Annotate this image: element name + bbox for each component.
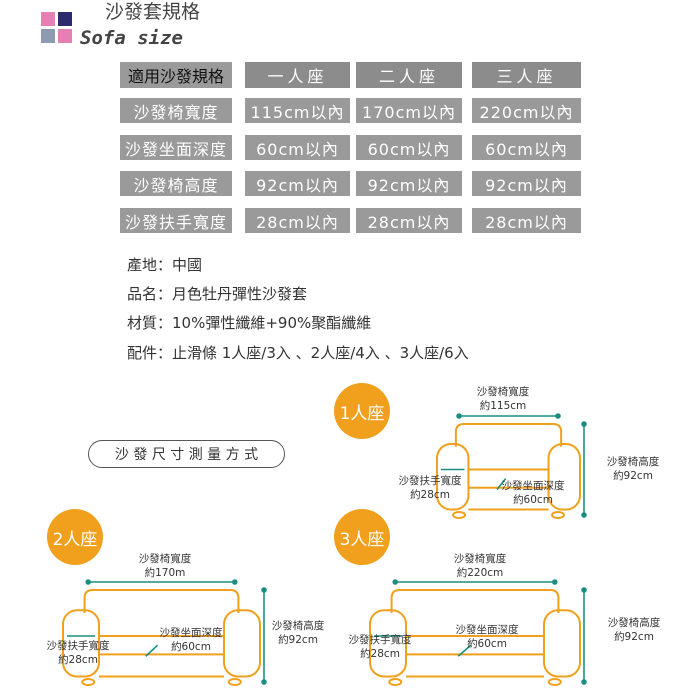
sofa-diagram	[369, 589, 581, 686]
table-cell: 220cm以內	[472, 98, 581, 123]
row-label: 沙發扶手寬度	[120, 208, 232, 233]
measure-arrows	[67, 579, 267, 685]
width-value: 約170m	[144, 567, 186, 579]
arm-width-value: 約28cm	[410, 489, 450, 501]
table-corner: 適用沙發規格	[120, 62, 232, 88]
table-cell: 28cm以內	[245, 208, 350, 233]
height-value: 約92cm	[613, 470, 653, 482]
table-cell: 60cm以內	[472, 135, 581, 160]
table-cell: 92cm以內	[245, 171, 350, 196]
measure-arrows	[441, 413, 587, 518]
sofa-diagram	[436, 423, 581, 519]
material-text: 材質：10%彈性纖維+90%聚酯纖維	[127, 314, 372, 332]
arm-width-label: 沙發扶手寬度	[398, 475, 462, 487]
table-cell: 28cm以內	[356, 208, 462, 233]
accessories-text: 配件：止滑條 1人座/3入 、2人座/4入 、3人座/6入	[127, 344, 469, 362]
title-zh: 沙發套規格	[105, 1, 201, 23]
table-cell: 28cm以內	[472, 208, 581, 233]
row-label: 沙發坐面深度	[120, 135, 232, 160]
height-label: 沙發椅高度	[606, 456, 660, 468]
badge-3-seat: 3人座	[334, 509, 390, 565]
column-header: 一人座	[245, 62, 350, 88]
seat-depth-value: 約60cm	[513, 494, 553, 506]
title-en: Sofa size	[80, 27, 183, 49]
arm-width-label: 沙發扶手寬度	[46, 640, 110, 652]
navy-square	[58, 12, 72, 26]
width-label: 沙發椅寬度	[138, 553, 192, 565]
row-label: 沙發椅寬度	[120, 98, 232, 123]
table-cell: 60cm以內	[245, 135, 350, 160]
measure-method-title: 沙 發 尺 寸 測 量 方 式	[88, 440, 285, 468]
seat-depth-label: 沙發坐面深度	[455, 624, 519, 636]
column-header: 三人座	[472, 62, 581, 88]
pink-square	[41, 12, 55, 26]
depth-arrow	[496, 478, 507, 491]
arm-width-value: 約28cm	[58, 654, 98, 666]
pink-square	[58, 29, 72, 43]
width-label: 沙發椅寬度	[453, 553, 507, 565]
seat-depth-value: 約60cm	[467, 638, 507, 650]
table-cell: 92cm以內	[472, 171, 581, 196]
arm-width-value: 約28cm	[360, 648, 400, 660]
measure-arrows	[374, 579, 587, 685]
table-cell: 60cm以內	[356, 135, 462, 160]
depth-arrow	[145, 644, 159, 657]
seat-depth-value: 約60cm	[171, 641, 211, 653]
row-label: 沙發椅高度	[120, 171, 232, 196]
width-label: 沙發椅寬度	[476, 386, 530, 398]
height-value: 約92cm	[614, 631, 654, 643]
origin-text: 產地：中國	[127, 256, 203, 274]
grey-square	[41, 29, 55, 43]
height-label: 沙發椅高度	[271, 620, 325, 632]
height-label: 沙發椅高度	[607, 617, 661, 629]
product-name-text: 品名：月色牡丹彈性沙發套	[127, 285, 308, 303]
table-cell: 92cm以內	[356, 171, 462, 196]
column-header: 二人座	[356, 62, 462, 88]
width-value: 約115cm	[479, 400, 527, 412]
depth-arrow	[457, 644, 472, 657]
arm-width-label: 沙發扶手寬度	[348, 634, 412, 646]
seat-depth-label: 沙發坐面深度	[159, 627, 223, 639]
badge-1-seat: 1人座	[334, 383, 390, 439]
badge-2-seat: 2人座	[47, 509, 103, 565]
sofa-diagram	[62, 589, 261, 686]
width-value: 約220cm	[456, 567, 504, 579]
table-cell: 170cm以內	[356, 98, 462, 123]
seat-depth-label: 沙發坐面深度	[501, 480, 565, 492]
table-cell: 115cm以內	[245, 98, 350, 123]
height-value: 約92cm	[278, 634, 318, 646]
